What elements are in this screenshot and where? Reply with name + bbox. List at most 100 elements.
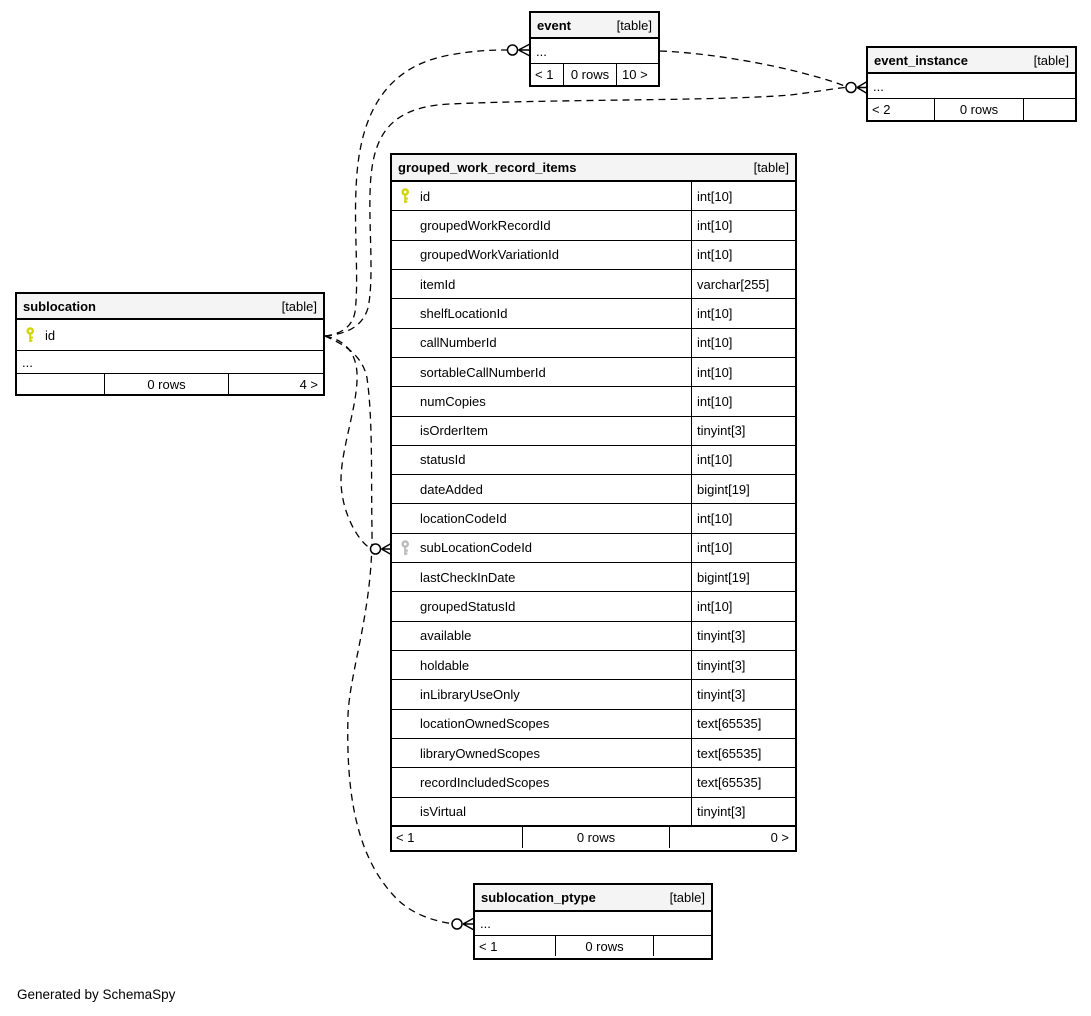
table-title: event_instance xyxy=(874,52,968,68)
parents-count: < 1 xyxy=(479,938,498,954)
table-event-header: event [table] xyxy=(531,13,658,39)
column-type: int[10] xyxy=(697,599,733,615)
connector-circle-event-instance xyxy=(845,81,857,94)
table-tag: [table] xyxy=(1033,52,1069,68)
table-title: event xyxy=(537,17,571,33)
table-tag: [table] xyxy=(753,160,789,175)
table-grouped-work-record-items[interactable]: grouped_work_record_items [table] id int… xyxy=(390,153,797,852)
table-event-instance-footer: < 2 0 rows xyxy=(868,99,1075,120)
column-name: subLocationCodeId xyxy=(420,540,533,556)
table-row: subLocationCodeId int[10] xyxy=(392,533,795,564)
row-count: 0 rows xyxy=(934,99,1024,120)
column-type: text[65535] xyxy=(697,716,762,732)
table-row: statusId int[10] xyxy=(392,445,795,476)
table-row: groupedStatusId int[10] xyxy=(392,592,795,622)
column-type: int[10] xyxy=(697,364,733,380)
table-row: locationCodeId int[10] xyxy=(392,504,795,534)
table-row: libraryOwnedScopes text[65535] xyxy=(392,738,795,769)
connector-circle-sublocationcodeid xyxy=(369,543,382,555)
table-event[interactable]: event [table] ... < 1 0 rows 10 > xyxy=(529,11,660,87)
row-count: 0 rows xyxy=(104,374,229,394)
column-type: tinyint[3] xyxy=(697,803,746,819)
table-sublocation-footer: 0 rows 4 > xyxy=(17,374,323,394)
column-type: int[10] xyxy=(697,217,733,233)
connector-circle-event xyxy=(506,44,519,56)
primary-key-icon xyxy=(25,327,36,343)
column-name: id xyxy=(45,327,56,343)
table-event-instance[interactable]: event_instance [table] ... < 2 0 rows xyxy=(866,46,1077,122)
column-type: tinyint[3] xyxy=(697,423,746,439)
table-row: dateAdded bigint[19] xyxy=(392,475,795,505)
row-count: 0 rows xyxy=(563,64,617,85)
generated-by-note: Generated by SchemaSpy xyxy=(17,987,176,1002)
column-type: tinyint[3] xyxy=(697,628,746,644)
column-name: libraryOwnedScopes xyxy=(420,745,540,761)
primary-key-icon xyxy=(400,188,411,204)
column-type: int[10] xyxy=(697,540,733,556)
crowfoot-event xyxy=(518,43,531,57)
table-row: isVirtual tinyint[3] xyxy=(392,797,795,827)
relation-event-event-instance xyxy=(659,50,846,88)
collapsed-columns-row: ... xyxy=(17,351,323,374)
table-title: grouped_work_record_items xyxy=(398,160,577,175)
table-row: id int[10] xyxy=(392,182,795,212)
relation-sublocation-event-instance xyxy=(324,86,846,337)
column-row-id: id xyxy=(17,320,323,351)
table-sublocation-ptype-footer: < 1 0 rows xyxy=(475,936,711,956)
column-name: numCopies xyxy=(420,393,486,409)
table-sublocation[interactable]: sublocation [table] id ... 0 rows 4 > xyxy=(15,292,325,396)
foreign-key-icon xyxy=(400,540,411,556)
table-tag: [table] xyxy=(281,298,317,314)
column-name: groupedWorkRecordId xyxy=(420,217,551,233)
table-row: callNumberId int[10] xyxy=(392,328,795,358)
column-name: locationOwnedScopes xyxy=(420,716,550,732)
column-name: groupedWorkVariationId xyxy=(420,247,559,263)
column-name: shelfLocationId xyxy=(420,305,508,321)
column-name: sortableCallNumberId xyxy=(420,364,546,380)
children-count: 4 > xyxy=(299,376,318,392)
relation-sublocation-event xyxy=(324,49,508,337)
column-name: locationCodeId xyxy=(420,511,507,527)
column-name: statusId xyxy=(420,452,466,468)
column-name: dateAdded xyxy=(420,481,483,497)
parents-count: < 1 xyxy=(535,67,554,82)
collapsed-columns-row: ... xyxy=(531,39,658,64)
children-count xyxy=(1024,99,1075,120)
table-row: lastCheckInDate bigint[19] xyxy=(392,563,795,593)
column-type: varchar[255] xyxy=(697,276,770,292)
column-type: bigint[19] xyxy=(697,481,750,497)
column-name: isVirtual xyxy=(420,803,467,819)
table-title: sublocation_ptype xyxy=(481,890,596,905)
table-row: inLibraryUseOnly tinyint[3] xyxy=(392,680,795,710)
table-sublocation-header: sublocation [table] xyxy=(17,294,323,320)
crowfoot-sublocation-ptype xyxy=(462,917,475,931)
table-row: itemId varchar[255] xyxy=(392,269,795,300)
children-count: 10 > xyxy=(622,67,648,82)
column-name: available xyxy=(420,628,472,644)
collapsed-columns-row: ... xyxy=(868,74,1075,99)
column-name: groupedStatusId xyxy=(420,599,516,615)
column-name: id xyxy=(420,188,431,204)
column-type: text[65535] xyxy=(697,745,762,761)
column-type: int[10] xyxy=(697,305,733,321)
table-grouped-work-record-items-header: grouped_work_record_items [table] xyxy=(392,155,795,182)
table-row: recordIncludedScopes text[65535] xyxy=(392,768,795,798)
column-name: itemId xyxy=(420,276,456,292)
table-event-footer: < 1 0 rows 10 > xyxy=(531,64,658,85)
column-type: tinyint[3] xyxy=(697,657,746,673)
table-row: holdable tinyint[3] xyxy=(392,651,795,681)
table-tag: [table] xyxy=(616,17,652,33)
column-name: lastCheckInDate xyxy=(420,569,516,585)
row-count: 0 rows xyxy=(522,826,670,848)
table-sublocation-ptype[interactable]: sublocation_ptype [table] ... < 1 0 rows xyxy=(473,883,713,960)
table-sublocation-ptype-header: sublocation_ptype [table] xyxy=(475,885,711,912)
collapsed-columns-row: ... xyxy=(475,912,711,936)
table-row: locationOwnedScopes text[65535] xyxy=(392,709,795,739)
column-type: int[10] xyxy=(697,511,733,527)
table-row: numCopies int[10] xyxy=(392,387,795,417)
column-type: bigint[19] xyxy=(697,569,750,585)
column-rows: id int[10] groupedWorkRecordId int[10] xyxy=(392,182,795,827)
column-name: callNumberId xyxy=(420,335,497,351)
